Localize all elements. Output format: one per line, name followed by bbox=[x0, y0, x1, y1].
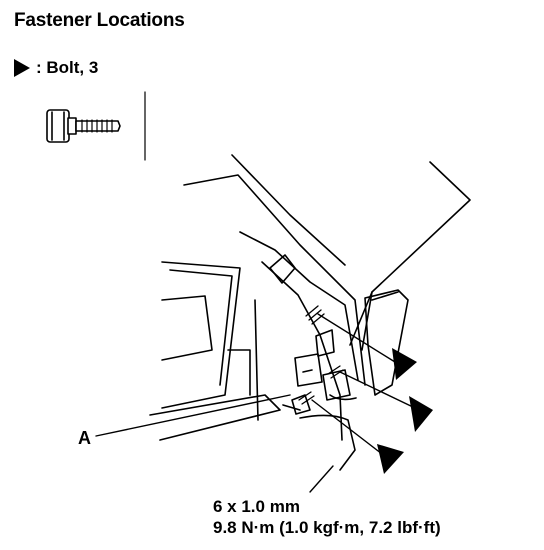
legend-text: : Bolt, 3 bbox=[36, 58, 99, 77]
bolt-marker-1 bbox=[392, 348, 417, 380]
bolt-size: 6 x 1.0 mm bbox=[213, 497, 300, 516]
triangle-icon bbox=[14, 59, 30, 77]
callout-a: A bbox=[78, 428, 91, 448]
legend: : Bolt, 3 bbox=[14, 58, 98, 78]
bolt-marker-3 bbox=[377, 444, 404, 474]
torque-spec: 6 x 1.0 mm 9.8 N·m (1.0 kgf·m, 7.2 lbf·f… bbox=[213, 496, 441, 538]
diagram-title: Fastener Locations bbox=[14, 10, 185, 31]
bolt-location-markers bbox=[377, 348, 433, 474]
bolt-marker-2 bbox=[409, 396, 433, 432]
torque-value: 9.8 N·m (1.0 kgf·m, 7.2 lbf·ft) bbox=[213, 518, 441, 537]
bolt-icon bbox=[46, 109, 121, 143]
